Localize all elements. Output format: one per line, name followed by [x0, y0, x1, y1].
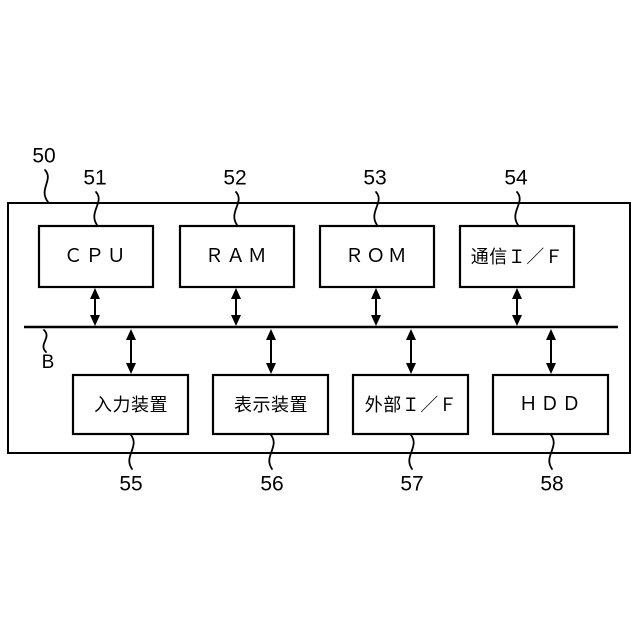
ref-leader-52	[233, 191, 240, 226]
arrow-rom-bus-head-down	[371, 315, 381, 326]
block-ram-label: ＲＡＭ	[205, 246, 270, 267]
block-display-device[interactable]	[211, 373, 330, 436]
ref-leader-51	[93, 191, 100, 226]
block-hdd-label: ＨＤＤ	[519, 394, 584, 415]
arrow-commif-bus-head-down	[512, 315, 522, 326]
ref-number-50: 50	[32, 145, 55, 168]
block-input-device[interactable]	[71, 373, 190, 436]
arrow-cpu-bus-head-down	[90, 315, 100, 326]
block-external-if-label: 外部Ｉ／Ｆ	[365, 395, 458, 415]
arrow-extif-bus-head-down	[406, 363, 416, 374]
arrow-ram-bus-head-down	[231, 315, 241, 326]
arrow-display-bus-head-down	[266, 363, 276, 374]
block-hdd[interactable]	[491, 373, 610, 436]
ref-leader-57	[408, 434, 415, 470]
block-input-device-label: 入力装置	[94, 395, 168, 415]
arrow-input-bus-head-down	[126, 363, 136, 374]
block-communication-if-label: 通信Ｉ／Ｆ	[471, 247, 564, 267]
block-cpu-label: ＣＰＵ	[64, 246, 129, 267]
arrow-hdd-bus-head-down	[546, 363, 556, 374]
ref-number-56: 56	[260, 473, 283, 496]
ref-leader-58	[548, 434, 555, 470]
block-cpu[interactable]	[37, 224, 155, 289]
ref-leader-55	[128, 434, 135, 470]
arrow-display-bus-head-up	[266, 329, 276, 340]
ref-leader-54	[514, 191, 521, 226]
ref-number-53: 53	[363, 167, 386, 190]
arrow-cpu-bus-head-up	[90, 288, 100, 299]
ref-leader-53	[373, 191, 380, 226]
block-communication-if[interactable]	[458, 224, 576, 289]
block-external-if[interactable]	[351, 373, 470, 436]
arrow-input-bus-head-up	[126, 329, 136, 340]
ref-number-54: 54	[504, 167, 528, 190]
block-rom[interactable]	[318, 224, 436, 289]
block-display-device-label: 表示装置	[234, 395, 308, 415]
ref-number-58: 58	[540, 473, 563, 496]
arrow-commif-bus-head-up	[512, 288, 522, 299]
block-rom-label: ＲＯＭ	[345, 246, 410, 267]
ref-number-51: 51	[83, 167, 106, 190]
block-ram[interactable]	[178, 224, 296, 289]
ref-leader-50	[43, 169, 49, 203]
ref-number-57: 57	[400, 473, 423, 496]
arrow-rom-bus-head-up	[371, 288, 381, 299]
ref-leader-56	[268, 434, 275, 470]
arrow-ram-bus-head-up	[231, 288, 241, 299]
ref-number-55: 55	[119, 473, 142, 496]
arrow-hdd-bus-head-up	[546, 329, 556, 340]
bus-leader-line	[42, 329, 48, 353]
ref-number-52: 52	[223, 167, 246, 190]
outer-device-frame	[7, 202, 631, 454]
arrow-extif-bus-head-up	[406, 329, 416, 340]
bus-label: B	[42, 352, 55, 373]
